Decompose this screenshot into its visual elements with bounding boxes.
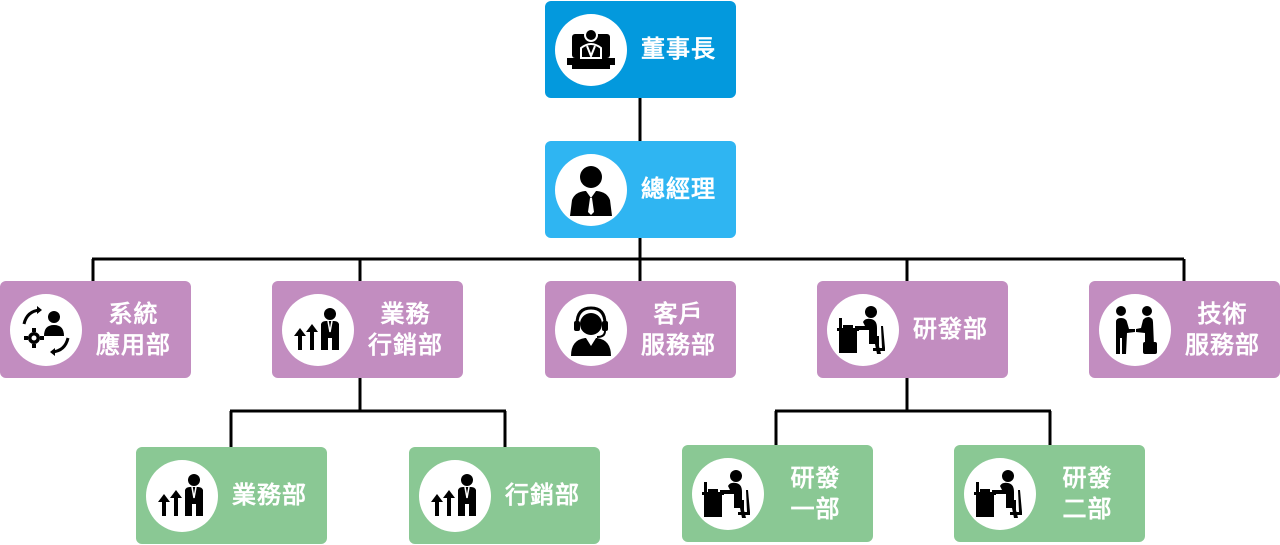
- node-label-rd-1: 研發 一部: [790, 463, 841, 523]
- growth-people-icon: [290, 302, 346, 358]
- gm-icon-circle: [555, 153, 627, 226]
- node-label-general-manager: 總經理: [641, 175, 716, 203]
- handshake-icon: [1107, 302, 1163, 358]
- node-technical-service: 技術 服務部: [1089, 281, 1280, 378]
- node-label-chairman: 董事長: [641, 35, 716, 63]
- chairman-desk-icon: [563, 22, 619, 78]
- node-rd: 研發部: [817, 281, 1008, 378]
- node-system-application: 系統 應用部: [0, 281, 191, 378]
- rd2-icon-circle: [964, 457, 1036, 530]
- computer-worker-icon: [835, 302, 891, 358]
- node-label-sales-marketing: 業務 行銷部: [368, 299, 443, 359]
- node-sales: 業務部: [136, 447, 327, 544]
- node-label-rd: 研發部: [913, 315, 988, 343]
- node-rd-2: 研發 二部: [954, 445, 1145, 542]
- growth-people-icon: [154, 468, 210, 524]
- node-label-technical-service: 技術 服務部: [1185, 299, 1260, 359]
- node-general-manager: 總經理: [545, 141, 736, 238]
- chairman-icon-circle: [555, 13, 627, 86]
- node-chairman: 董事長: [545, 1, 736, 98]
- tech-icon-circle: [1099, 293, 1171, 366]
- mkt-icon-circle: [419, 459, 491, 532]
- sales-icon-circle: [146, 459, 218, 532]
- node-marketing: 行銷部: [409, 447, 600, 544]
- cs-icon-circle: [555, 293, 627, 366]
- node-label-sales: 業務部: [232, 481, 307, 509]
- node-rd-1: 研發 一部: [682, 445, 873, 542]
- businessman-icon: [563, 162, 619, 218]
- rd1-icon-circle: [692, 457, 764, 530]
- node-label-customer-service: 客戶 服務部: [641, 299, 716, 359]
- process-user-icon: [18, 302, 74, 358]
- sysapp-icon-circle: [10, 293, 82, 366]
- computer-worker-icon: [700, 466, 756, 522]
- node-label-marketing: 行銷部: [505, 481, 580, 509]
- node-label-system-application: 系統 應用部: [96, 299, 171, 359]
- node-sales-marketing: 業務 行銷部: [272, 281, 463, 378]
- rd-icon-circle: [827, 293, 899, 366]
- headset-agent-icon: [563, 302, 619, 358]
- node-customer-service: 客戶 服務部: [545, 281, 736, 378]
- growth-people-icon: [427, 468, 483, 524]
- computer-worker-icon: [972, 466, 1028, 522]
- salesmkt-icon-circle: [282, 293, 354, 366]
- node-label-rd-2: 研發 二部: [1062, 463, 1113, 523]
